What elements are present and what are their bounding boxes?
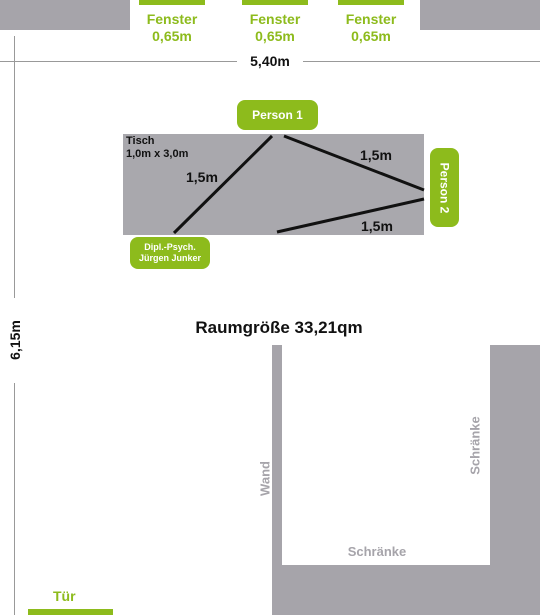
window-3: Fenster 0,65m: [338, 11, 404, 45]
width-dimension-label: 5,40m: [250, 53, 290, 69]
therapist-badge: Dipl.-Psych. Jürgen Junker: [130, 237, 210, 269]
width-dimension-line-right: [303, 61, 540, 62]
window-2: Fenster 0,65m: [242, 11, 308, 45]
distance-label-3: 1,5m: [361, 218, 393, 234]
door-label: Tür: [53, 588, 76, 604]
window-bar-3: [338, 0, 404, 5]
window-1: Fenster 0,65m: [139, 11, 205, 45]
table-size: 1,0m x 3,0m: [126, 148, 189, 160]
person-1-label: Person 1: [252, 108, 303, 122]
room-size-label: Raumgröße 33,21qm: [195, 318, 363, 337]
therapist-title: Dipl.-Psych.: [144, 242, 196, 252]
top-wall-left: [0, 0, 130, 30]
width-dimension-line-left: [0, 61, 237, 62]
wall-label: Wand: [257, 461, 273, 496]
top-wall-right: [420, 0, 540, 30]
cabinets-right-label: Schränke: [467, 416, 483, 475]
distance-line-therapist-person1: [172, 134, 274, 235]
distance-label-2: 1,5m: [360, 147, 392, 163]
distance-line-therapist-person2: [276, 197, 425, 234]
table-title: Tisch: [126, 135, 155, 147]
window-bar-1: [139, 0, 205, 5]
window-1-label: Fenster: [146, 11, 198, 27]
person-2-label: Person 2: [437, 162, 452, 213]
table: [123, 134, 424, 235]
inner-room-area: [282, 345, 490, 565]
window-1-width: 0,65m: [152, 28, 192, 44]
window-bar-2: [242, 0, 308, 5]
door-bar: [28, 609, 113, 615]
person-1-badge: Person 1: [237, 100, 318, 130]
window-3-label: Fenster: [345, 11, 397, 27]
therapist-name: Jürgen Junker: [138, 253, 202, 263]
window-2-label: Fenster: [249, 11, 301, 27]
distance-label-1: 1,5m: [186, 169, 218, 185]
person-2-badge: Person 2: [430, 148, 459, 227]
cabinets-bottom-label: Schränke: [347, 544, 407, 559]
height-dimension-line-top: [14, 36, 15, 298]
distance-line-person1-person2: [283, 134, 425, 192]
window-2-width: 0,65m: [255, 28, 295, 44]
height-dimension-line-bottom: [14, 383, 15, 615]
window-3-width: 0,65m: [351, 28, 391, 44]
